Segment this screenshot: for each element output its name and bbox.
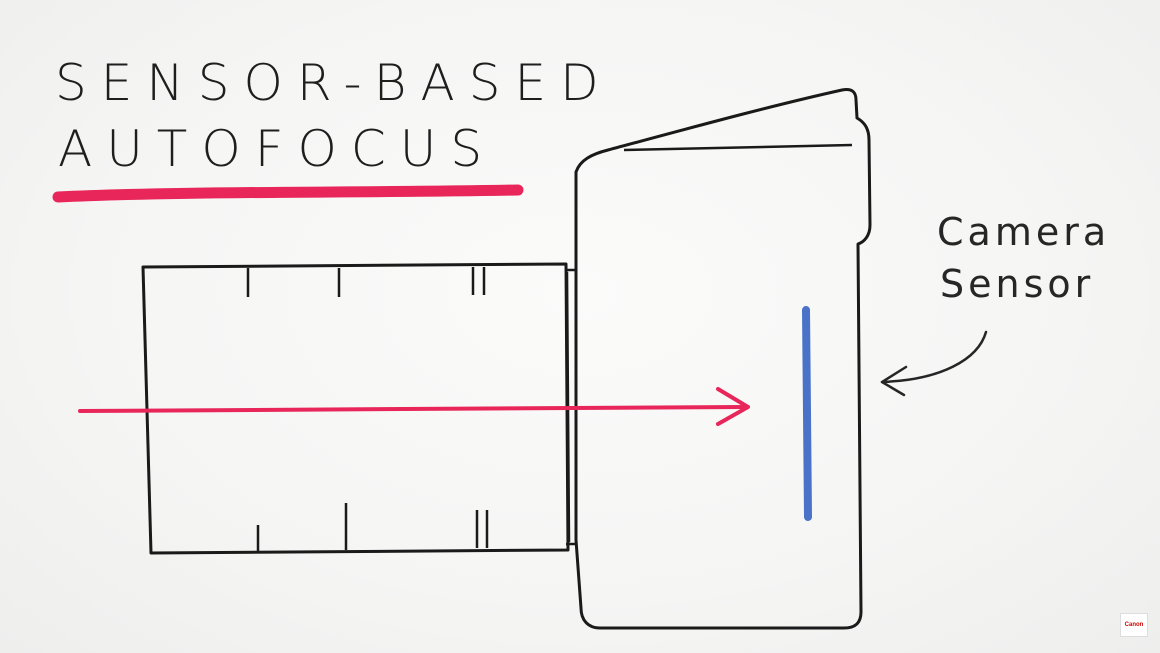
sensor-label-line-1: Camera bbox=[937, 210, 1110, 254]
brand-logo: Canon bbox=[1120, 613, 1148, 637]
light-ray bbox=[78, 405, 746, 413]
arrow-head-icon bbox=[716, 387, 750, 426]
title-underline bbox=[52, 184, 524, 203]
camera-top-edge bbox=[623, 143, 853, 152]
title-line-1: SENSOR-BASED bbox=[55, 54, 613, 112]
camera-body bbox=[574, 88, 872, 630]
sensor-label-line-2: Sensor bbox=[940, 262, 1094, 306]
title-line-2: AUTOFOCUS bbox=[58, 120, 496, 178]
camera-sensor bbox=[802, 306, 812, 521]
pointer-arrow-head-icon bbox=[880, 365, 908, 397]
curved-arrow-icon bbox=[880, 330, 988, 384]
lens-barrel bbox=[141, 262, 570, 555]
